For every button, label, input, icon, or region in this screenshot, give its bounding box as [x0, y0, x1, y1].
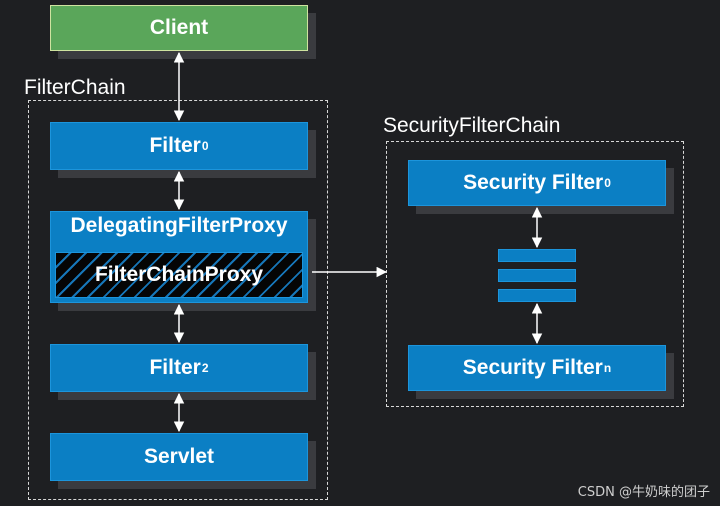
client-label: Client [149, 16, 209, 39]
security-filter-stack-bar [498, 249, 576, 262]
security-filter0-label: Security Filter [463, 171, 604, 194]
security-filter-stack-bar [498, 269, 576, 282]
filter-chain-proxy-label: FilterChainProxy [94, 263, 264, 286]
security-filtern-label: Security Filter [462, 356, 603, 379]
security-filter0-subscript: 0 [604, 176, 611, 190]
filter0-subscript: 0 [201, 139, 209, 153]
filter-chain-proxy-node: FilterChainProxy [55, 252, 303, 298]
filter-chain-label: FilterChain [24, 76, 126, 99]
filter2-label: Filter [149, 356, 201, 379]
servlet-node: Servlet [50, 433, 308, 481]
servlet-label: Servlet [143, 445, 215, 468]
security-filter-stack-bar [498, 289, 576, 302]
security-filtern-subscript: n [603, 361, 612, 375]
delegating-filter-proxy-node: DelegatingFilterProxy FilterChainProxy [50, 211, 308, 303]
security-filter-chain-label: SecurityFilterChain [383, 114, 561, 137]
client-node: Client [50, 5, 308, 51]
filter2-subscript: 2 [201, 361, 209, 375]
filter0-label: Filter [149, 134, 201, 157]
delegating-filter-proxy-label: DelegatingFilterProxy [70, 214, 288, 237]
watermark: CSDN @牛奶味的团子 [577, 485, 710, 500]
